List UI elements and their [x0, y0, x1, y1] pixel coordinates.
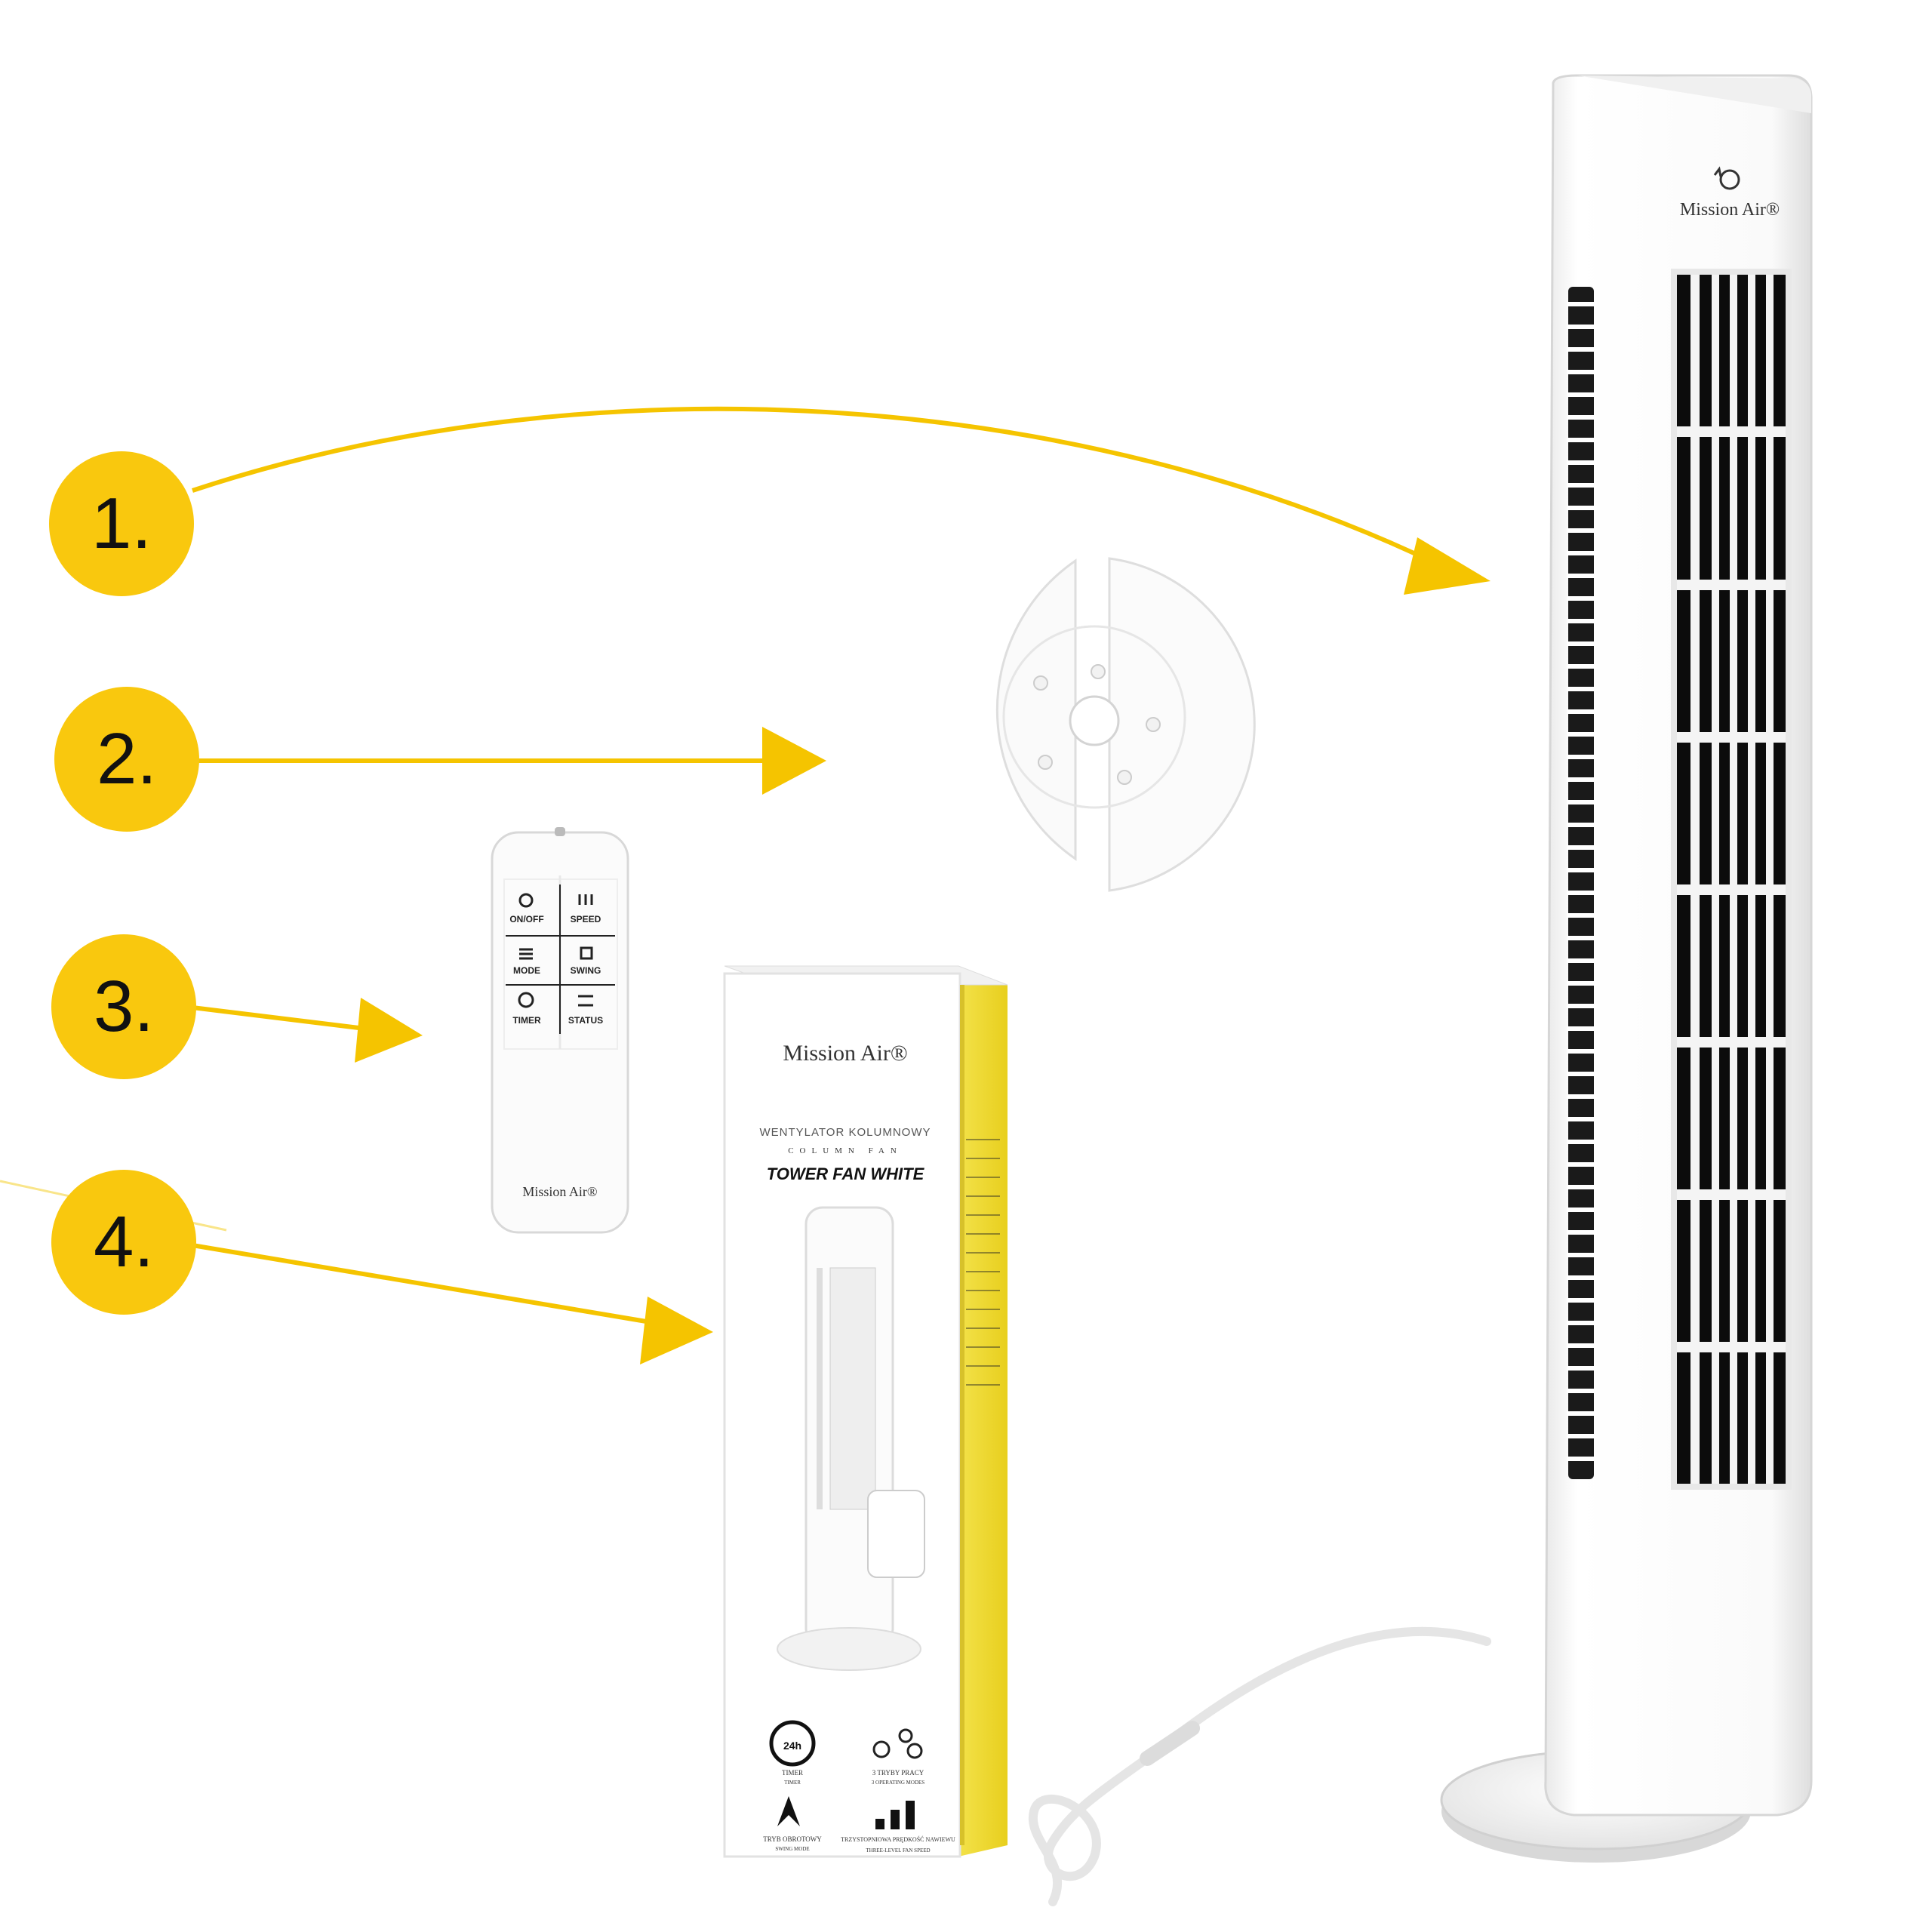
- mode-icon: [519, 948, 533, 960]
- step-label-1: 1.: [91, 483, 152, 564]
- speed-feature-icon: [875, 1801, 915, 1829]
- box-brand: Mission Air®: [783, 1041, 907, 1066]
- box-model: TOWER FAN WHITE: [767, 1164, 925, 1183]
- feature-speed: TRZYSTOPNIOWA PRĘDKOŚĆ NAWIEWU: [841, 1835, 955, 1843]
- fan-side-vents: [1568, 287, 1594, 1479]
- remote-speed-label: SPEED: [571, 914, 601, 924]
- step-badge-4: 4.: [51, 1170, 196, 1315]
- feature-modes-en: 3 OPERATING MODES: [872, 1780, 925, 1786]
- feature-modes: 3 TRYBY PRACY: [872, 1769, 924, 1777]
- status-icon: [578, 995, 593, 1007]
- step-badge-1: 1.: [49, 451, 194, 596]
- step-badge-2: 2.: [54, 687, 199, 832]
- timer-icon: [518, 992, 534, 1008]
- power-cord: [1028, 1626, 1491, 1906]
- product-box: Mission Air® WENTYLATOR KOLUMNOWY COLUMN…: [723, 965, 1008, 1858]
- timer-feature-icon: [769, 1720, 816, 1767]
- box-title-en: COLUMN FAN: [788, 1146, 903, 1155]
- feature-timer: TIMER: [782, 1769, 803, 1777]
- arrow-3: [192, 998, 423, 1063]
- swing-feature-icon: [777, 1796, 800, 1826]
- modes-feature-icon: [872, 1728, 923, 1759]
- remote-control: ON/OFF SPEED MODE SWING TIMER STATUS Mis…: [491, 827, 629, 1234]
- swing-icon: [580, 946, 593, 960]
- step-label-2: 2.: [96, 718, 158, 799]
- speed-icon: [578, 894, 593, 905]
- step-label-3: 3.: [93, 966, 155, 1047]
- fan-logo-icon: [1713, 166, 1740, 190]
- step-label-4: 4.: [93, 1201, 155, 1282]
- timer-badge: 24h: [783, 1740, 801, 1752]
- remote-onoff-label: ON/OFF: [509, 914, 543, 924]
- feature-swing: TRYB OBROTOWY: [763, 1835, 822, 1843]
- fan-front-grille: [1671, 269, 1792, 1490]
- arrow-2: [192, 727, 826, 795]
- fan-brand: Mission Air®: [1680, 200, 1780, 220]
- feature-swing-en: SWING MODE: [775, 1846, 809, 1852]
- remote-status-label: STATUS: [568, 1015, 603, 1026]
- feature-speed-en: THREE-LEVEL FAN SPEED: [866, 1847, 930, 1854]
- arrow-1: [192, 406, 1491, 595]
- remote-timer-label: TIMER: [512, 1015, 541, 1026]
- feature-timer-en: TIMER: [784, 1780, 801, 1786]
- remote-swing-label: SWING: [571, 965, 601, 976]
- remote-brand: Mission Air®: [522, 1184, 597, 1199]
- power-icon: [518, 893, 534, 908]
- fan-base-plates: [995, 557, 1256, 892]
- tower-fan: Mission Air®: [1028, 74, 1813, 1906]
- box-title-pl: WENTYLATOR KOLUMNOWY: [760, 1126, 931, 1139]
- step-badge-3: 3.: [51, 934, 196, 1079]
- remote-mode-label: MODE: [513, 965, 540, 976]
